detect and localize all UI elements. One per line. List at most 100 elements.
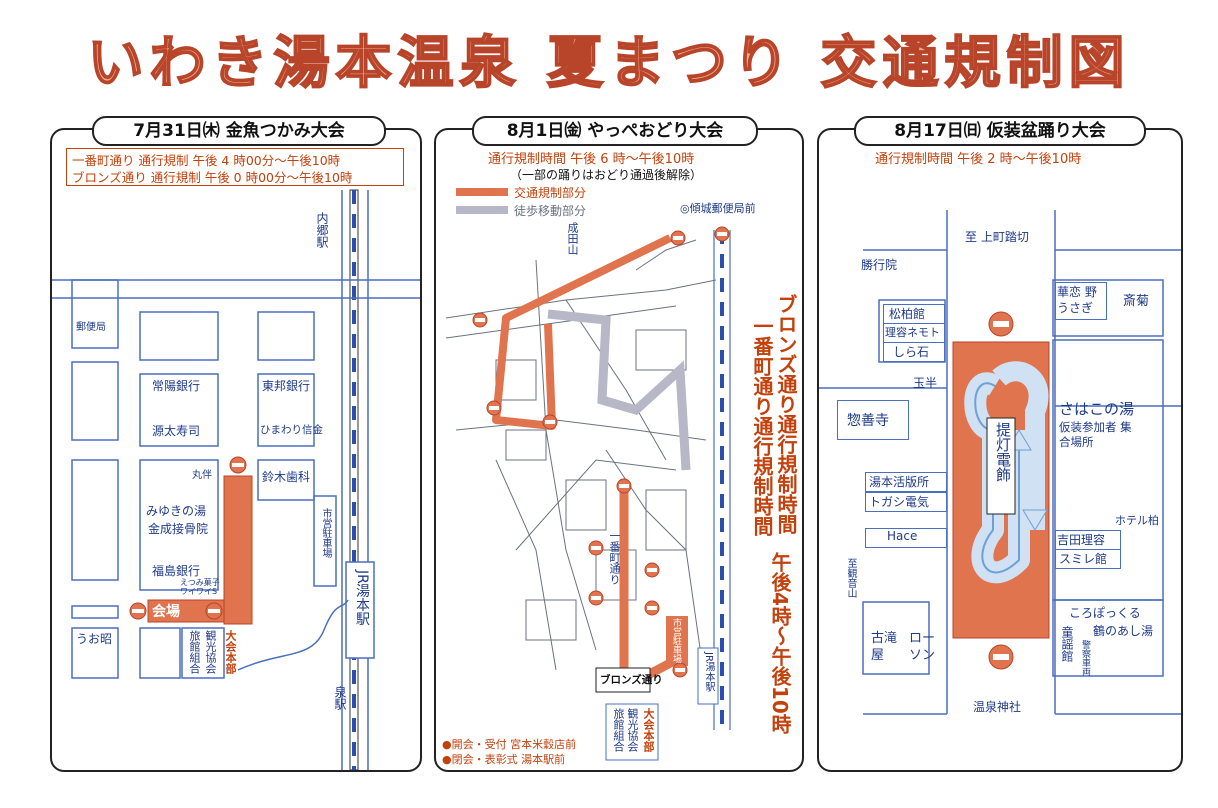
label-saikiku: 斎菊 (1123, 294, 1150, 309)
legend-walk: 徒歩移動部分 (514, 204, 587, 218)
no-entry-icon (229, 456, 247, 474)
label-ichiban: 一番町通り (608, 530, 621, 585)
label-kannon: 至観音山 (845, 558, 856, 598)
label-jr: JR湯本駅 (703, 652, 714, 692)
label-naruta: 成田山 (566, 222, 579, 255)
label-tamahan: 玉半 (913, 376, 938, 390)
label-yoshida: 吉田理容 (1057, 533, 1106, 547)
label-nemoto: 理容ネモト (885, 326, 940, 339)
no-entry-icon (588, 540, 604, 556)
label-yumoto: 湯本活版所 (869, 475, 930, 489)
note-aug1: （一部の踊りはおどり通過後解除） (510, 168, 703, 182)
bullet-close: ●閉会・表彰式 湯本駅前 (442, 753, 566, 766)
no-entry-icon (644, 562, 660, 578)
map-aug1 (445, 188, 731, 761)
label-shiraishi: しら石 (893, 345, 930, 359)
label-sumire: スミレ館 (1059, 552, 1108, 566)
label-naigo: 内郷駅 (315, 212, 329, 248)
label-post: ◎傾城郵便局前 (680, 202, 756, 215)
label-kanko: 観光協会 (204, 630, 217, 674)
header-aug1: 8月1日㈮ やっぺおどり大会 (472, 116, 758, 146)
label-izumi: 泉駅 (333, 686, 347, 710)
label-joyo: 常陽銀行 (152, 379, 201, 393)
sozen-box (837, 400, 909, 440)
legend-regulation: 交通規制部分 (514, 186, 587, 200)
sumire-box (1055, 549, 1121, 569)
label-miyuki: みゆきの湯 (146, 504, 207, 518)
panel-aug17: 通行規制時間 午後 2 時～午後10時 至 上町踏切 勝行院 華恋 野うさぎ 斎… (817, 128, 1183, 772)
label-himawari: ひまわり信金 (260, 424, 323, 436)
label-kinsei: 金成接骨院 (148, 522, 209, 536)
page-title: いわき湯本温泉 夏まつり 交通規制図 (87, 30, 1131, 97)
no-entry-icon (588, 590, 604, 606)
label-maruban: 丸伴 (192, 470, 212, 481)
label-kamimachi: 至 上町踏切 (965, 230, 1029, 244)
label-kaso: 仮装参加者 集合場所 (1059, 420, 1132, 449)
label-parking: 市営駐車場 (671, 618, 681, 663)
label-fukushima: 福島銀行 (152, 564, 201, 578)
label-toho: 東邦銀行 (262, 379, 311, 393)
label-hotel: ホテル柏 (1115, 514, 1159, 527)
no-entry-icon (670, 230, 686, 246)
regulation-ichiban: 一番町通り 通行規制 午後 4 時00分～午後10時 (72, 153, 341, 168)
togashi-box (865, 492, 947, 512)
hace-box (865, 528, 947, 548)
vertical-note-b: 一番町通り通行規制時間 (750, 316, 774, 536)
label-ryokan: 旅館組合 (188, 630, 201, 674)
label-shogyo: 勝行院 (861, 258, 898, 272)
panel-jul31: 一番町通り 通行規制 午後 4 時00分～午後10時 ブロンズ通り 通行規制 午… (50, 128, 422, 772)
label-jinja: 温泉神社 (973, 700, 1022, 714)
no-entry-icon (644, 600, 660, 616)
label-post: 郵便局 (76, 322, 106, 333)
no-entry-icon (988, 311, 1014, 337)
label-uosho: うお昭 (76, 632, 113, 646)
vertical-note-a: ブロンズ通り通行規制時間 (774, 294, 798, 534)
label-furutaki: 古滝屋 (871, 631, 898, 663)
label-karen-box (1055, 282, 1107, 320)
no-entry-icon (542, 414, 558, 430)
label-suzuki: 鈴木歯科 (262, 470, 311, 484)
label-etsu: えつみ菓子 ワイワイS (180, 578, 220, 596)
panel-aug1: 通行規制時間 午後 6 時～午後10時 （一部の踊りはおどり通過後解除） 交通規… (434, 128, 804, 772)
bullet-open: ●開会・受付 宮本米穀店前 (442, 738, 577, 751)
label-shohaku: 松柏館 (889, 307, 926, 321)
label-ryokan: 旅館組合 (612, 708, 625, 752)
label-togashi: トガシ電気 (869, 495, 930, 509)
no-entry-icon (616, 478, 632, 494)
label-sahako: さはこの湯 (1059, 400, 1135, 418)
label-hace: Hace (887, 529, 918, 543)
no-entry-icon (672, 662, 688, 678)
no-entry-icon (129, 602, 147, 620)
label-koropok: ころぽっくる (1069, 606, 1141, 620)
label-tsuru: 鶴のあし湯 (1093, 624, 1154, 638)
map-jul31 (52, 189, 420, 770)
label-genta: 源太寿司 (152, 424, 201, 438)
label-kanko: 観光協会 (626, 708, 639, 752)
label-jr: JR湯本駅 (354, 570, 370, 626)
header-aug17: 8月17日㈰ 仮装盆踊り大会 (854, 116, 1146, 146)
time-aug1: 通行規制時間 午後 6 時～午後10時 (488, 152, 695, 167)
time-aug17: 通行規制時間 午後 2 時～午後10時 (875, 152, 1082, 167)
vertical-note-c: 午後4時～午後10時 (768, 552, 792, 734)
label-sozen: 惣善寺 (847, 413, 889, 429)
no-entry-icon (486, 400, 502, 416)
label-hq: 大会本部 (224, 630, 237, 674)
shiraishi-box (883, 342, 945, 362)
regulation-bronze: ブロンズ通り 通行規制 午後 0 時00分～午後10時 (72, 170, 353, 185)
regulation-box (66, 148, 404, 186)
header-jul31: 7月31日㈭ 金魚つかみ大会 (92, 116, 386, 146)
label-hq: 大会本部 (642, 708, 655, 752)
label-karen: 華恋 野うさぎ (1057, 285, 1097, 315)
label-bronze: ブロンズ通り (600, 674, 663, 686)
label-choin: 提灯電飾 (994, 422, 1012, 482)
label-lawson: ローソン (909, 631, 936, 663)
label-dowa: 童謡館 (1060, 626, 1074, 662)
no-entry-icon (205, 602, 223, 620)
venue-label: 会場 (152, 604, 180, 620)
no-entry-icon (472, 312, 488, 328)
label-police: 警察車両 (1080, 640, 1090, 676)
yumoto-box (865, 472, 947, 492)
no-entry-icon (988, 644, 1014, 670)
label-parking: 市営駐車場 (320, 508, 331, 558)
no-entry-icon (714, 226, 730, 242)
